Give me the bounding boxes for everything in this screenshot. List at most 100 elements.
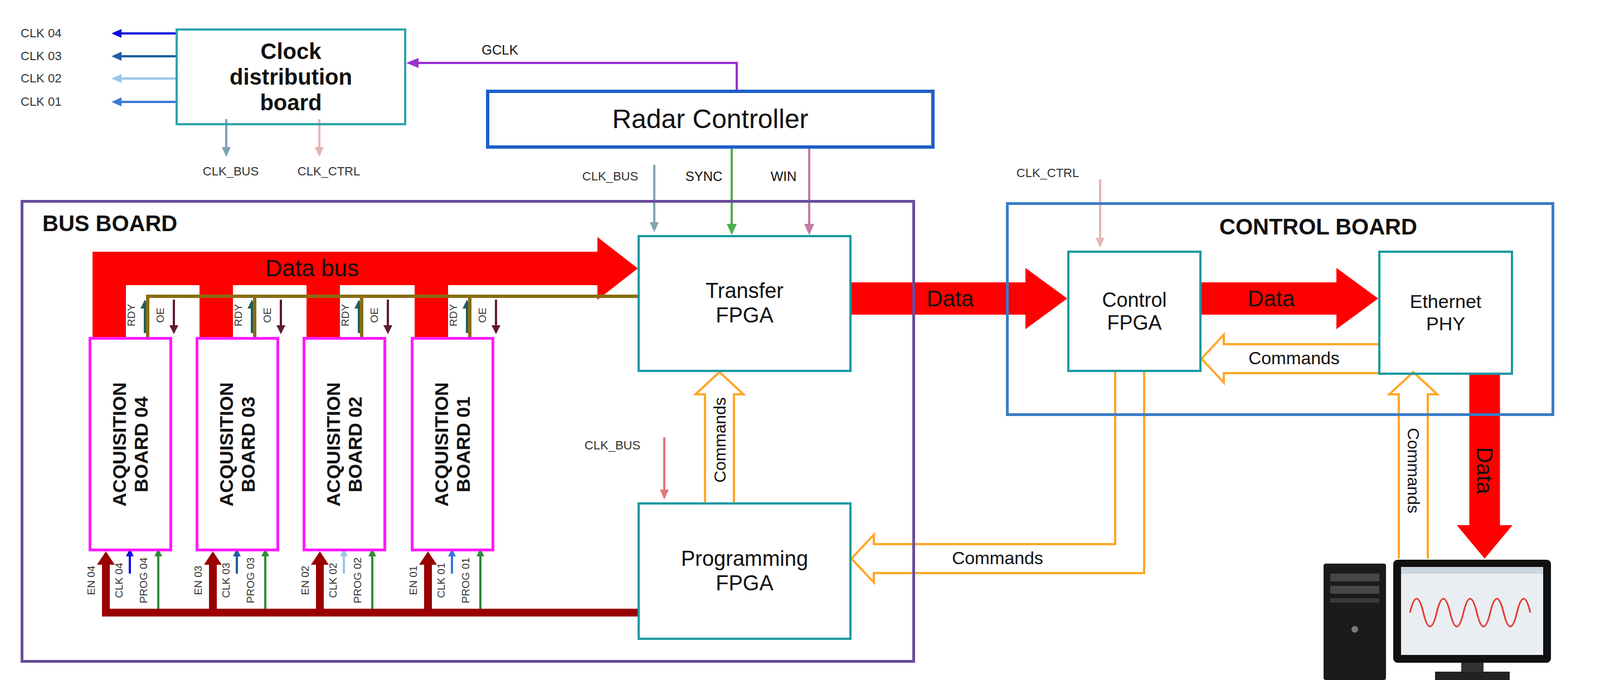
handshake-bus	[147, 296, 638, 338]
box-label: ACQUISITION BOARD 01	[430, 349, 475, 540]
clock-wire	[659, 437, 669, 500]
data-arrow	[851, 268, 1068, 330]
signal-label: RDY	[339, 304, 352, 327]
data-arrow	[1201, 268, 1379, 330]
clock-wire	[406, 57, 737, 90]
signal-label: OE	[477, 307, 489, 323]
connector-label: SYNC	[683, 169, 725, 184]
handshake-bus	[469, 296, 638, 338]
signal-label: CLK 02	[20, 71, 62, 86]
clock-output-wire	[111, 28, 176, 38]
clock-wire	[1095, 179, 1105, 248]
box-label: Control FPGA	[1087, 288, 1183, 335]
enable-output-wire	[491, 299, 501, 335]
box-label: Radar Controller	[611, 103, 809, 135]
board-frame: BUS BOARD Transfer FPGA Programming FPGA AC…	[20, 200, 916, 664]
command-arrow	[695, 372, 744, 503]
clock-board: Clock distribution board	[175, 28, 407, 126]
signal-label: CLK 04	[20, 26, 62, 41]
signal-label: CLK_BUS	[584, 439, 641, 453]
command-arrow	[1389, 372, 1438, 559]
signal-label: PROG 04	[138, 557, 150, 604]
link-label: Commands	[1404, 428, 1423, 514]
data-bus	[431, 237, 638, 338]
signal-label: PROG 02	[352, 557, 364, 604]
signal-label: EN 02	[299, 566, 312, 596]
signal-label: CLK 01	[20, 95, 62, 109]
command-arrow	[851, 372, 1130, 583]
data-bus	[216, 237, 638, 338]
box-label: ACQUISITION BOARD 04	[108, 349, 153, 540]
enable-bus	[203, 551, 638, 614]
controller-box: Radar Controller	[485, 89, 935, 149]
phy-box: Ethernet PHY	[1378, 250, 1514, 376]
acquisition-board: ACQUISITION BOARD 02	[302, 337, 387, 552]
fpga-box: Programming FPGA	[637, 502, 852, 641]
box-label: Clock distribution board	[210, 38, 372, 116]
board-title: BUS BOARD	[42, 210, 178, 237]
connector-label: Commands	[950, 548, 1045, 569]
signal-label: RDY	[448, 304, 460, 327]
signal-label: CLK_CTRL	[297, 164, 361, 179]
signal-label: CLK_CTRL	[1016, 166, 1079, 181]
program-wire	[368, 548, 377, 610]
window-wire	[804, 148, 815, 236]
enable-bus	[310, 551, 638, 614]
signal-label: CLK 01	[435, 562, 448, 598]
signal-label: OE	[154, 307, 167, 323]
signal-label: CLK 03	[220, 562, 233, 598]
clock-output-wire	[111, 74, 176, 84]
command-arrow	[1201, 334, 1379, 383]
signal-label: EN 01	[407, 566, 420, 596]
signal-label: EN 04	[85, 566, 98, 596]
signal-label: CLK 03	[20, 49, 62, 63]
signal-label: OE	[368, 307, 381, 323]
board-title: CONTROL BOARD	[1219, 214, 1418, 240]
signal-label: CLK_BUS	[582, 169, 639, 184]
fpga-box: Transfer FPGA	[637, 235, 852, 373]
fpga-box: Control FPGA	[1067, 250, 1202, 373]
clock-wire	[125, 548, 134, 575]
enable-bus	[96, 551, 638, 614]
clock-wire	[232, 548, 241, 575]
signal-label: CLK_BUS	[202, 164, 259, 179]
clock-wire	[448, 548, 456, 575]
handshake-bus	[361, 296, 638, 338]
box-label: Transfer FPGA	[688, 279, 801, 328]
connector-label: Data	[1246, 286, 1297, 311]
program-wire	[476, 548, 485, 610]
data-bus	[109, 237, 638, 338]
connector-label: Data bus	[263, 255, 361, 282]
signal-label: PROG 03	[245, 557, 257, 604]
clock-wire	[649, 164, 659, 233]
connector-label: Data	[925, 286, 976, 311]
connector-label: Commands	[710, 395, 729, 485]
clock-wire	[339, 548, 348, 575]
computer-illustration	[1323, 560, 1551, 680]
signal-label: RDY	[125, 304, 138, 327]
board-frame: CONTROL BOARD Control FPGA Ethernet PHY	[1005, 202, 1555, 417]
link-label: Data	[1472, 447, 1497, 495]
data-bus	[323, 237, 638, 338]
signal-label: EN 03	[192, 566, 205, 596]
enable-output-wire	[276, 299, 286, 335]
clock-output-wire	[111, 51, 176, 61]
signal-label: CLK 04	[113, 562, 126, 598]
box-label: Programming FPGA	[672, 547, 817, 596]
data-arrow	[1456, 374, 1513, 559]
box-label: Ethernet PHY	[1395, 290, 1496, 335]
connector-label: WIN	[769, 169, 799, 184]
clock-output-wire	[111, 97, 176, 107]
acquisition-board: ACQUISITION BOARD 01	[410, 337, 495, 552]
acquisition-board: ACQUISITION BOARD 03	[195, 337, 280, 552]
enable-bus	[419, 551, 638, 614]
signal-label: OE	[261, 307, 274, 323]
signal-label: PROG 01	[460, 557, 473, 604]
acquisition-board: ACQUISITION BOARD 04	[88, 337, 173, 552]
program-wire	[261, 548, 270, 610]
signal-label: CLK 02	[327, 562, 340, 598]
program-wire	[154, 548, 163, 610]
signal-label: RDY	[232, 304, 245, 327]
